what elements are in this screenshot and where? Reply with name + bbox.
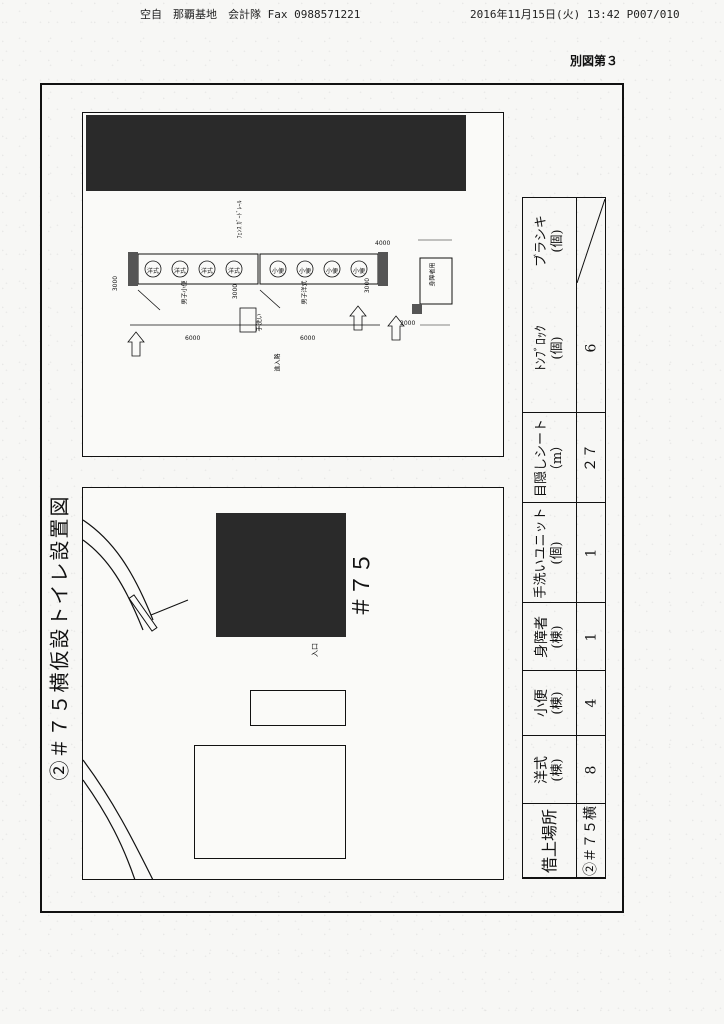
header-name: 小便 [533, 689, 550, 717]
value-text: 6 [582, 343, 599, 352]
building-75 [216, 513, 346, 637]
reference-number: 別図第３ [570, 54, 619, 68]
fax-header: 空自 那覇基地 会計隊 Fax 0988571221 2016年11月15日(火… [0, 6, 724, 22]
table-value: ②＃７５横 [577, 804, 605, 877]
table-column: 借上場所 ②＃７５横 [523, 804, 605, 878]
building-block-top [86, 115, 466, 191]
header-name: 手洗いユニット [533, 506, 549, 599]
toilet-unit-label: 小便 [326, 268, 339, 275]
table-value: 1 [577, 503, 605, 602]
header-name: 目隠しシート [533, 418, 549, 497]
disabled-unit: 身障者用 [429, 262, 437, 287]
header-text: ブラシキ(個) [534, 215, 566, 267]
value-text: 4 [582, 698, 599, 708]
toilet-unit-label: 洋式 [147, 268, 160, 275]
header-text: 身障者(棟) [534, 616, 566, 658]
header-name: 身障者 [533, 615, 550, 658]
table-value: 6 [577, 283, 605, 412]
header-name: 洋式 [533, 755, 550, 784]
table-header: 目隠しシート（m） [523, 413, 577, 502]
large-structure [194, 745, 346, 859]
table-column: ブラシキ(個) [523, 198, 605, 283]
toilet-unit-label: 洋式 [228, 268, 241, 275]
zone-western: 男子洋式 [301, 280, 309, 305]
table-column: ﾄﾝﾌﾞﾛｯｸ(個) 6 [523, 283, 605, 413]
fax-datetime: 2016年11月15日(火) 13:42 P007/010 [470, 8, 680, 21]
fence-note: ﾌｪﾝｽ ｶﾞｰﾄﾞﾚｰﾙ [236, 200, 244, 239]
value-text: 1 [582, 548, 599, 557]
value-text: 8 [582, 765, 599, 774]
table-column: 手洗いユニット(個) 1 [523, 503, 605, 603]
header-text: 手洗いユニット(個) [534, 507, 566, 598]
toilet-unit-label: 小便 [299, 268, 312, 275]
header-unit: （m） [549, 438, 565, 477]
table-value [577, 198, 605, 283]
table-header: 洋式(棟) [523, 736, 577, 803]
dim-3000-a: 3000 [112, 275, 120, 292]
header-unit: (個) [549, 335, 565, 360]
value-text: ②＃７５横 [583, 805, 599, 876]
toilet-layout-diagram [127, 239, 453, 357]
table-header: ブラシキ(個) [523, 198, 577, 283]
dim-4000: 4000 [375, 240, 391, 247]
toilet-unit-label: 小便 [272, 268, 285, 275]
header-unit: (個) [549, 228, 565, 253]
equipment-table: 借上場所 ②＃７５横 洋式(棟) 8 小便(棟) 4 身障者(棟) 1 手洗いユ… [522, 197, 606, 879]
header-unit: (棟) [549, 624, 565, 649]
value-text: ２７ [583, 443, 599, 472]
dim-3000-b: 3000 [232, 283, 240, 300]
dim-6000-b: 6000 [300, 335, 316, 342]
table-column: 洋式(棟) 8 [523, 736, 605, 804]
table-value: 4 [577, 671, 605, 735]
table-header: 小便(棟) [523, 671, 577, 735]
entrance-mark: 入口 [311, 643, 319, 657]
header-text: 借上場所 [539, 808, 559, 873]
table-value: ２７ [577, 413, 605, 502]
value-text: 1 [582, 632, 599, 641]
header-unit: (個) [549, 540, 565, 565]
fax-sender: 空自 那覇基地 会計隊 Fax 0988571221 [140, 8, 361, 21]
diagonal-slash [577, 198, 605, 283]
table-value: 1 [577, 603, 605, 670]
table-header: 借上場所 [523, 804, 577, 877]
table-header: ﾄﾝﾌﾞﾛｯｸ(個) [523, 283, 577, 412]
page-title: ②＃７５横仮設トイレ設置図 [47, 494, 72, 781]
title-column: ②＃７５横仮設トイレ設置図 [44, 355, 72, 920]
dim-3000-c: 3000 [364, 277, 372, 294]
toilet-unit-label: 小便 [353, 268, 366, 275]
table-column: 目隠しシート（m） ２７ [523, 413, 605, 503]
road-lines [83, 519, 189, 880]
table-header: 身障者(棟) [523, 603, 577, 670]
header-unit: (棟) [549, 757, 565, 782]
road-label: 進入路 [274, 353, 282, 372]
header-text: 小便(棟) [534, 689, 566, 717]
building-label-text: ＃７５ [350, 551, 376, 619]
toilet-unit-label: 洋式 [174, 268, 187, 275]
table-header: 手洗いユニット(個) [523, 503, 577, 602]
header-text: 目隠しシート（m） [534, 418, 566, 496]
header-text: 洋式(棟) [534, 756, 566, 784]
toilet-unit-label: 洋式 [201, 268, 214, 275]
table-column: 小便(棟) 4 [523, 671, 605, 736]
document-frame [40, 83, 624, 913]
building-label: ＃７５ [330, 551, 390, 619]
header-text: ﾄﾝﾌﾞﾛｯｸ(個) [534, 325, 566, 371]
small-structure [250, 690, 346, 726]
table-column: 身障者(棟) 1 [523, 603, 605, 671]
header-unit: (棟) [549, 691, 565, 715]
zone-urinal: 男子小便 [181, 280, 189, 305]
dim-6000-a: 6000 [185, 335, 201, 342]
dim-2000: 2000 [400, 320, 416, 327]
handwash-unit: 手洗い [256, 313, 264, 332]
header-name: ﾄﾝﾌﾞﾛｯｸ [533, 324, 549, 371]
header-name: ブラシキ [533, 214, 549, 267]
table-value: 8 [577, 736, 605, 803]
